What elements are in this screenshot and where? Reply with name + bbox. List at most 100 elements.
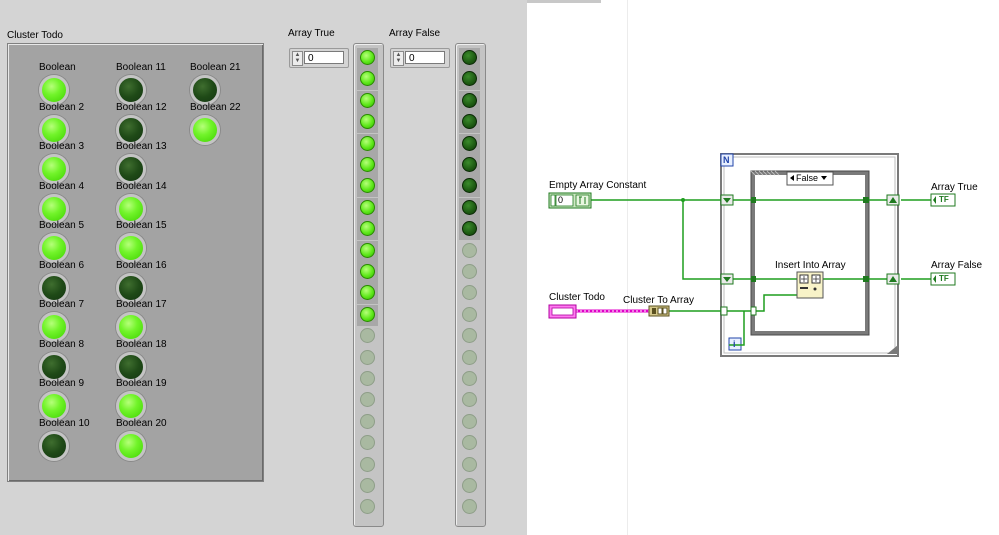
array-element-led xyxy=(462,71,477,87)
array-element-led xyxy=(462,264,477,279)
boolean-led[interactable] xyxy=(190,114,220,145)
array-element-led xyxy=(360,499,375,515)
boolean-led[interactable] xyxy=(116,75,146,105)
array-element xyxy=(459,241,480,262)
boolean-led[interactable] xyxy=(116,391,146,421)
array-true-indicator xyxy=(353,43,384,527)
array-element xyxy=(459,497,480,518)
empty-array-constant-label: Empty Array Constant xyxy=(549,180,647,191)
array-element-led xyxy=(462,456,477,472)
array-true-terminal[interactable] xyxy=(930,193,956,207)
array-false-type: TF xyxy=(939,274,949,283)
boolean-led[interactable] xyxy=(116,193,146,224)
array-element xyxy=(459,197,480,219)
boolean-label: Boolean 9 xyxy=(39,378,85,389)
boolean-led[interactable] xyxy=(116,351,146,382)
array-true-index[interactable]: ▲▼ 0 xyxy=(289,48,349,68)
array-element-led xyxy=(360,456,375,472)
boolean-led[interactable] xyxy=(39,233,69,263)
array-element-led xyxy=(462,499,477,515)
array-element-led xyxy=(360,306,375,322)
array-element-led xyxy=(360,114,375,130)
empty-array-value: 0 xyxy=(558,195,564,205)
boolean-led[interactable] xyxy=(116,312,146,342)
boolean-led[interactable] xyxy=(39,351,69,382)
boolean-led[interactable] xyxy=(39,391,69,421)
array-element xyxy=(357,133,378,155)
array-element-led xyxy=(462,135,477,151)
case-structure[interactable] xyxy=(750,170,870,336)
loop-count-terminal[interactable] xyxy=(720,153,734,167)
array-element-led xyxy=(360,349,375,365)
loop-tunnels[interactable] xyxy=(720,194,900,316)
array-element-led xyxy=(360,157,375,172)
array-element-led xyxy=(360,371,375,386)
array-element-led xyxy=(360,285,375,301)
array-element xyxy=(459,69,480,91)
loop-index-terminal[interactable] xyxy=(728,337,742,351)
cluster-todo-label: Cluster Todo xyxy=(549,292,605,303)
boolean-led[interactable] xyxy=(39,114,69,145)
array-element xyxy=(357,348,378,369)
boolean-led[interactable] xyxy=(190,75,220,105)
array-true-index-value[interactable]: 0 xyxy=(304,51,344,64)
boolean-label: Boolean 19 xyxy=(116,378,167,389)
array-false-index-value[interactable]: 0 xyxy=(405,51,445,64)
array-element xyxy=(357,412,378,433)
boolean-led[interactable] xyxy=(39,193,69,224)
array-false-terminal[interactable] xyxy=(930,272,956,286)
boolean-led[interactable] xyxy=(39,272,69,303)
array-false-index[interactable]: ▲▼ 0 xyxy=(390,48,450,68)
boolean-label: Boolean 6 xyxy=(39,259,85,271)
boolean-label: Boolean 12 xyxy=(116,101,167,113)
boolean-led[interactable] xyxy=(39,312,69,342)
array-element-led xyxy=(462,413,477,429)
array-element-led xyxy=(360,135,375,151)
array-element-led xyxy=(462,285,477,301)
array-element xyxy=(459,476,480,497)
array-element-led xyxy=(360,328,375,344)
array-element xyxy=(459,369,480,390)
boolean-label: Boolean 17 xyxy=(116,299,167,310)
cluster-label: Cluster Todo xyxy=(7,30,63,41)
array-element xyxy=(357,48,378,69)
array-element xyxy=(459,412,480,433)
boolean-led[interactable] xyxy=(116,154,146,184)
insert-into-array-node[interactable] xyxy=(796,271,824,299)
divider xyxy=(627,0,628,535)
array-element xyxy=(459,455,480,476)
array-element-led xyxy=(462,328,477,344)
array-element-led xyxy=(360,392,375,408)
boolean-led[interactable] xyxy=(39,75,69,105)
cluster-to-array-node[interactable] xyxy=(648,305,670,317)
array-element xyxy=(459,48,480,69)
boolean-label: Boolean 15 xyxy=(116,220,167,231)
boolean-led[interactable] xyxy=(116,233,146,263)
loop-index-symbol: i xyxy=(733,339,736,349)
array-element-led xyxy=(462,392,477,408)
array-element xyxy=(357,497,378,518)
case-selector-label[interactable] xyxy=(786,171,834,186)
boolean-led[interactable] xyxy=(116,114,146,145)
array-element-led xyxy=(462,221,477,237)
case-selector-value[interactable]: False xyxy=(796,173,819,183)
index-spinner-icon[interactable]: ▲▼ xyxy=(292,51,303,66)
boolean-label: Boolean 21 xyxy=(190,62,241,73)
array-element xyxy=(459,176,480,198)
boolean-led[interactable] xyxy=(39,154,69,184)
cluster-to-array-label: Cluster To Array xyxy=(623,295,694,306)
array-element-led xyxy=(360,264,375,279)
empty-array-constant[interactable] xyxy=(548,192,592,209)
boolean-led[interactable] xyxy=(116,430,146,461)
case-tunnels xyxy=(751,197,869,282)
boolean-label: Boolean xyxy=(39,62,76,73)
cluster-todo-terminal[interactable] xyxy=(548,304,577,319)
boolean-led[interactable] xyxy=(116,272,146,303)
boolean-led[interactable] xyxy=(39,430,69,461)
array-element-led xyxy=(360,242,375,258)
array-element xyxy=(357,304,378,326)
array-element-led xyxy=(360,221,375,237)
index-spinner-icon[interactable]: ▲▼ xyxy=(393,51,404,66)
